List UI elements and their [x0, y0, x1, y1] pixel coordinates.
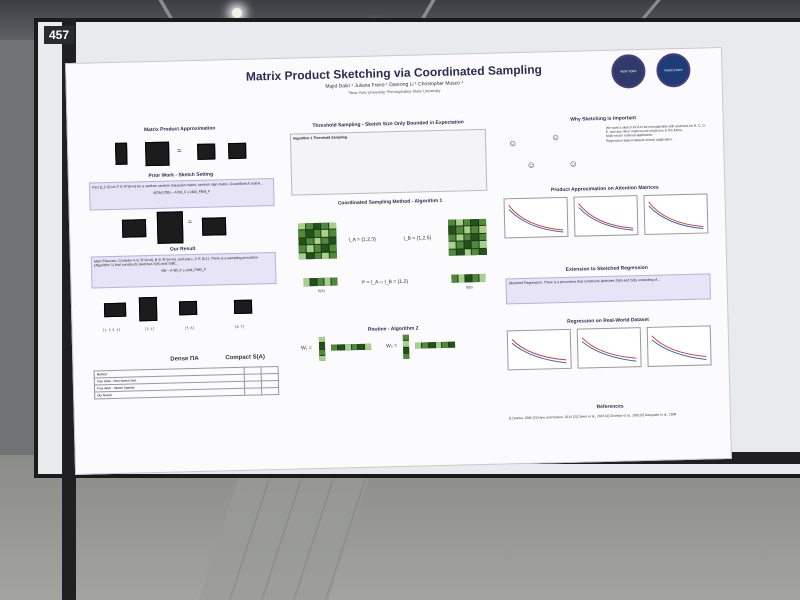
regression-chart-2 — [576, 327, 642, 369]
left-column: Matrix Product Approximation ≈ Prior Wor… — [79, 104, 288, 464]
comparison-table: Method Prior Work - Rich Sketch Sett. Pr… — [94, 366, 280, 400]
section-heading: Coordinated Sampling Method - Algorithm … — [337, 197, 443, 207]
matrix-sketch-b — [228, 142, 247, 160]
matrix-a-grid — [298, 222, 337, 260]
attention-chart-1 — [503, 196, 569, 239]
matrix-small — [103, 302, 127, 318]
left-wall — [0, 40, 40, 455]
attention-chart-2 — [573, 195, 639, 237]
matrix-values: [3 1] — [144, 326, 155, 332]
section-heading: Extension to Sketched Regression — [565, 264, 648, 273]
set-b-label: I_B = {1,2,5} — [403, 235, 432, 242]
algorithm-box: Algorithm 1 Threshold Sampling — [289, 128, 488, 196]
matrix-values: [0 7] — [234, 324, 245, 330]
section-heading: Matrix Product Approximation — [143, 125, 216, 134]
chart-lines — [651, 335, 707, 361]
person-icon: ☺ — [550, 132, 561, 143]
section-heading: Regression on Real-World Dataset — [567, 316, 650, 325]
person-icon: ☺ — [508, 138, 518, 149]
main-theorem-formula: ‖W − AᵀB‖_F ≤ ε‖A‖_F‖B‖_F — [161, 267, 206, 273]
w2-label: W₂ = — [386, 343, 398, 350]
right-column: Why Sketching is Important We want a ske… — [495, 93, 719, 453]
equals-symbol: = — [187, 219, 193, 227]
matrix-pi — [121, 219, 147, 238]
sketch-b-grid — [451, 273, 486, 283]
sketch-a-grid — [303, 277, 338, 287]
section-heading: Why Sketching is Important — [570, 115, 637, 123]
person-icon: ☺ — [568, 158, 578, 169]
attention-chart-3 — [643, 193, 709, 235]
table-cell — [244, 387, 262, 396]
dense-label: Dense ΠA — [170, 355, 199, 363]
board-number: 457 — [44, 26, 74, 44]
section-heading: Product Approximation on Attention Matri… — [550, 184, 659, 194]
chart-lines — [511, 338, 567, 364]
intersection-label: Iᴬ = I_A ∩ I_B = {1,2} — [361, 278, 409, 286]
floor — [0, 455, 800, 600]
main-theorem-box: Main Theorem. Consider A ∈ ℝ^{n×d}, B ∈ … — [90, 251, 277, 289]
person-icon: ☺ — [526, 159, 537, 170]
sketch-b-label: S(B) — [465, 285, 473, 290]
chart-lines — [508, 204, 564, 233]
sketch-a-label: S(A) — [317, 288, 325, 293]
references-text: [1] Sarlos, 2006 [2] Kane and Nelson, 20… — [508, 412, 677, 421]
middle-column: Threshold Sampling - Sketch Size Only Bo… — [285, 99, 499, 459]
matrix-a — [156, 211, 184, 244]
section-heading: Routine - Algorithm 2 — [367, 325, 419, 333]
chart-lines — [578, 203, 634, 231]
regression-text: Sketched Regression. There is a procedur… — [508, 277, 661, 286]
matrix-values: [5 6] — [184, 326, 195, 331]
bullet-list: We want a sketch for A to be interoperab… — [606, 123, 706, 142]
w2-vector — [402, 334, 410, 359]
prior-work-formula: ‖(ΠA)ᵀ(ΠB) − AᵀB‖_F ≤ ε‖A‖_F‖B‖_F — [153, 189, 211, 195]
table-cell — [261, 387, 279, 395]
regression-chart-3 — [646, 325, 712, 367]
main-theorem-text: Main Theorem. Consider A ∈ ℝ^{n×d}, B ∈ … — [93, 255, 259, 268]
matrix-a-transpose — [115, 142, 128, 165]
set-a-label: I_A = {1,2,3} — [348, 236, 376, 244]
matrix-b — [145, 141, 170, 167]
matrix-small — [178, 300, 198, 316]
approx-symbol: ≈ — [177, 146, 182, 156]
chart-lines — [648, 201, 704, 230]
w1-label: W₁ = — [301, 345, 312, 352]
regression-chart-1 — [506, 328, 572, 371]
section-heading: Threshold Sampling - Sketch Size Only Bo… — [312, 119, 464, 130]
matrix-b-grid — [448, 218, 487, 256]
prior-work-box: Fact [1,2,3] Let Π ∈ ℝ^{k×n} be a random… — [88, 178, 275, 211]
w1-vector — [318, 336, 326, 361]
matrix-pi-a — [201, 217, 227, 236]
w1-row — [331, 343, 372, 351]
algorithm-title: Algorithm 1 Threshold Sampling — [292, 135, 348, 141]
regression-box: Sketched Regression. There is a procedur… — [505, 273, 712, 305]
poster: Matrix Product Sketching via Coordinated… — [65, 47, 732, 475]
section-heading: References — [596, 403, 624, 411]
matrix-values: [1 3 6 1] — [102, 327, 121, 333]
matrix-small — [138, 296, 158, 322]
compact-label: Compact S(A) — [225, 354, 266, 362]
matrix-small — [233, 299, 253, 315]
w2-row — [414, 341, 456, 349]
chart-lines — [581, 337, 637, 362]
matrix-sketch-a — [197, 143, 216, 160]
ceiling-light — [232, 8, 242, 18]
